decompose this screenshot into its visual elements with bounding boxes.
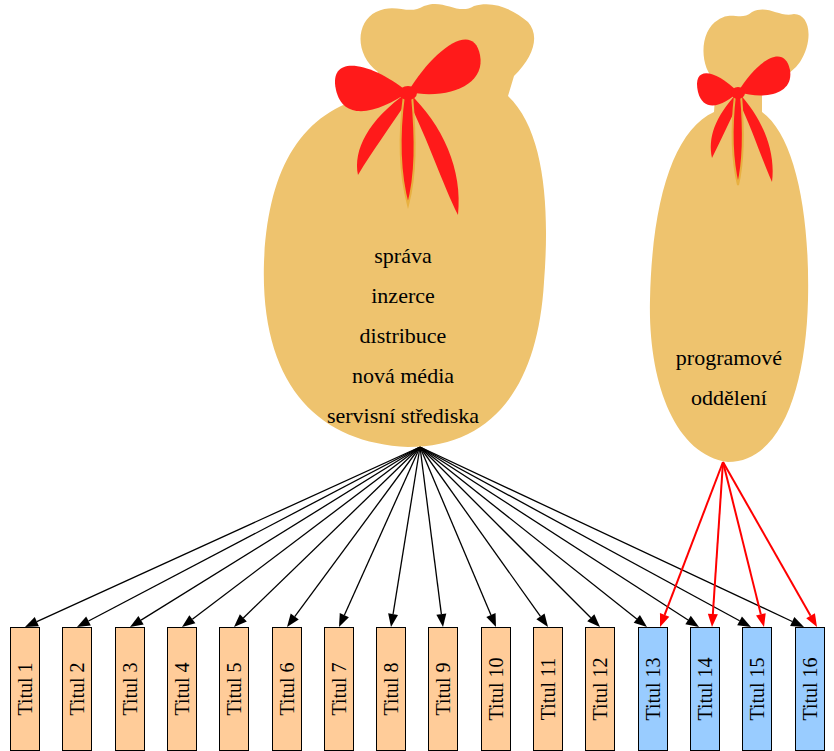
title-label: Titul 5 [223, 662, 245, 715]
arrow-connector [25, 447, 420, 627]
arrow-connector [723, 462, 766, 627]
title-label: Titul 8 [380, 662, 402, 715]
bag-label: správa [374, 236, 431, 276]
title-label: Titul 15 [746, 657, 768, 720]
arrow-connector [130, 447, 420, 627]
title-box: Titul 1 [10, 627, 40, 751]
arrow-connector [339, 447, 420, 627]
title-box: Titul 5 [219, 627, 249, 751]
arrow-connector [77, 447, 420, 627]
arrow-connector [420, 447, 600, 627]
title-label: Titul 16 [799, 657, 821, 720]
title-label: Titul 11 [537, 658, 559, 720]
title-box: Titul 4 [167, 627, 197, 751]
bag-label: inzerce [371, 276, 435, 316]
title-label: Titul 6 [276, 662, 298, 715]
arrow-connector [388, 447, 420, 627]
title-box: Titul 11 [533, 627, 563, 751]
title-box: Titul 8 [376, 627, 406, 751]
title-box: Titul 7 [324, 627, 354, 751]
arrow-connector [420, 447, 446, 627]
title-box: Titul 10 [481, 627, 511, 751]
program-bag: programové oddělení [644, 0, 814, 462]
arrow-connector [708, 462, 723, 627]
bag-label: programové oddělení [664, 338, 794, 418]
title-label: Titul 4 [171, 662, 193, 715]
arrow-connector [420, 447, 699, 627]
title-label: Titul 13 [642, 657, 664, 720]
arrow-connector [420, 447, 548, 627]
title-label: Titul 7 [328, 662, 350, 715]
title-box: Titul 12 [585, 627, 615, 751]
title-label: Titul 9 [432, 662, 454, 715]
arrow-connector [723, 462, 817, 627]
title-box: Titul 6 [272, 627, 302, 751]
arrow-connector [420, 447, 751, 627]
arrow-connector [660, 462, 723, 627]
title-box: Titul 15 [742, 627, 772, 751]
bag-text-stack: programové oddělení [644, 338, 814, 418]
title-label: Titul 1 [14, 662, 36, 715]
arrow-connector [234, 447, 420, 627]
title-label: Titul 12 [589, 657, 611, 720]
title-box: Titul 14 [690, 627, 720, 751]
title-label: Titul 2 [66, 662, 88, 715]
title-box: Titul 2 [62, 627, 92, 751]
title-box: Titul 16 [795, 627, 825, 751]
bag-label: servisní střediska [327, 396, 479, 436]
bag-label: nová média [352, 356, 454, 396]
arrow-connector [420, 447, 804, 627]
arrow-connector [182, 447, 420, 627]
title-label: Titul 10 [485, 657, 507, 720]
title-box: Titul 3 [115, 627, 145, 751]
title-label: Titul 3 [119, 662, 141, 715]
bag-text-stack: správainzercedistribucenová médiaservisn… [258, 236, 548, 436]
service-bag: správainzercedistribucenová médiaservisn… [258, 0, 548, 447]
title-box: Titul 9 [428, 627, 458, 751]
title-box: Titul 13 [638, 627, 668, 751]
bag-label: distribuce [360, 316, 447, 356]
arrow-connector [287, 447, 420, 627]
title-label: Titul 14 [694, 657, 716, 720]
